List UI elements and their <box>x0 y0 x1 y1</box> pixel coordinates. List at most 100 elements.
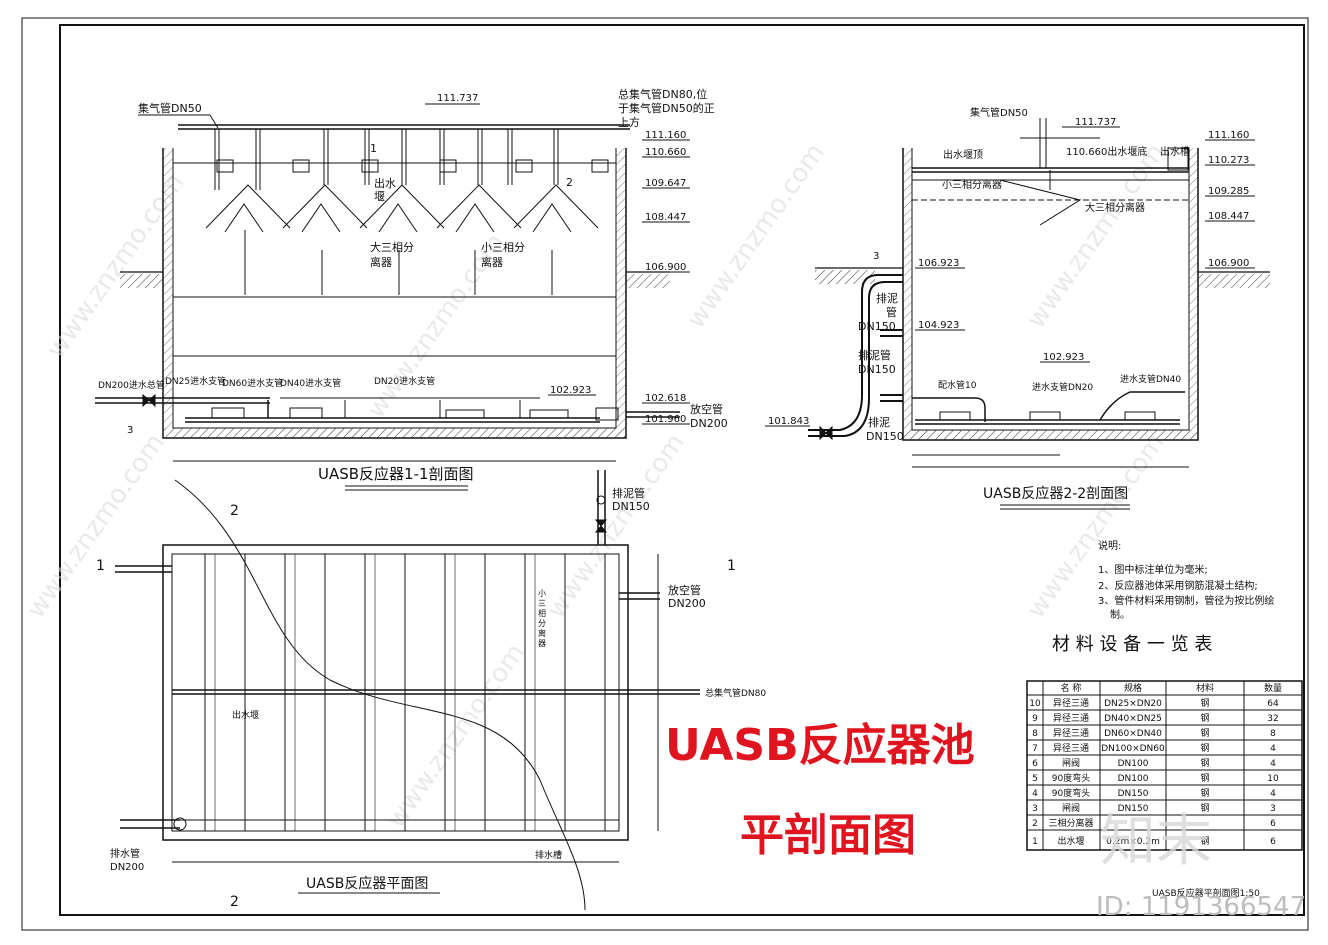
table-cell: DN100 <box>1118 774 1149 784</box>
section-marker: 3 <box>873 251 879 262</box>
small-separator-label: 小 <box>538 589 546 598</box>
table-cell: 钢 <box>1200 742 1209 754</box>
table-cell: 6 <box>1032 759 1038 769</box>
branch-label: DN20进水支管 <box>374 375 435 387</box>
big-separator-label: 大三相分离器 <box>1085 201 1145 214</box>
table-title: 材 料 设 备 一 览 表 <box>1052 634 1212 655</box>
plan-view <box>115 470 700 911</box>
main-gas-pipe-label: 于集气管DN50的正 <box>618 101 715 115</box>
drain-pipe-label: 排水管 <box>110 847 140 860</box>
table-cell: DN25×DN20 <box>1104 699 1162 709</box>
sludge-pipe-label: 排泥管 <box>858 348 891 362</box>
table-cell: 6 <box>1270 819 1276 829</box>
sludge-pipe-label: DN150 <box>612 500 650 513</box>
main-gas-pipe-label: 上方 <box>618 115 640 129</box>
section-2-2 <box>808 118 1270 468</box>
big-title-line2: 平剖面图 <box>740 810 916 861</box>
vent-pipe-label: DN200 <box>668 597 706 610</box>
table-cell: 异径三通 <box>1053 697 1089 709</box>
drain-channel-label: 排水槽 <box>535 849 562 861</box>
small-separator-label: 小三相分 <box>481 241 525 254</box>
materials-table: 材 料 设 备 一 览 表 名 称 规格 材料 数量 10 异径三通 DN <box>1026 634 1303 899</box>
table-cell: 90度弯头 <box>1052 772 1090 784</box>
table-cell: 10 <box>1267 774 1279 784</box>
elevation-label: 111.160 <box>1208 130 1249 141</box>
gas-pipe-label: 集气管DN50 <box>970 106 1028 119</box>
table-cell: 32 <box>1267 714 1278 724</box>
watermark-text: www.znzmo.com <box>381 638 531 834</box>
branch-label: 进水支管DN40 <box>1120 373 1181 385</box>
table-header: 材料 <box>1196 682 1214 694</box>
table-cell: 64 <box>1267 699 1279 709</box>
elevation-label: 104.923 <box>918 320 959 331</box>
big-separator-label: 大三相分 <box>370 240 414 254</box>
table-cell: 6 <box>1270 837 1276 847</box>
table-cell: DN100 <box>1118 759 1149 769</box>
section-title: UASB反应器2-2剖面图 <box>983 485 1128 502</box>
table-cell: 5 <box>1032 774 1038 784</box>
table-header: 数量 <box>1264 682 1282 694</box>
elevation-label: 101.843 <box>768 416 809 427</box>
drain-pipe-label: DN200 <box>110 862 144 873</box>
notes-line: 制。 <box>1110 608 1130 621</box>
weir-label: 出水堰 <box>232 709 259 721</box>
table-cell: 钢 <box>1200 712 1209 724</box>
elevation-label: 109.285 <box>1208 186 1249 197</box>
elevation-label: 102.923 <box>550 385 591 396</box>
elevation-label: 106.923 <box>918 258 959 269</box>
notes-block: 说明: 1、图中标注单位为毫米; 2、反应器池体采用钢筋混凝土结构; 3、管件材… <box>1098 539 1274 621</box>
table-cell: 90度弯头 <box>1052 787 1090 799</box>
table-cell: 异径三通 <box>1053 712 1089 724</box>
table-cell: 异径三通 <box>1053 742 1089 754</box>
table-cell: DN150 <box>1118 789 1149 799</box>
sludge-pipe-label: 管 <box>886 305 897 319</box>
notes-line: 3、管件材料采用钢制，管径为按比例绘 <box>1098 594 1274 607</box>
sludge-pipe-label: 排泥 <box>876 291 898 305</box>
vent-pipe-label: 放空管 <box>690 402 723 416</box>
plan-title: UASB反应器平面图 <box>306 875 428 892</box>
outlet-label: 出水槽 <box>1160 145 1190 158</box>
table-cell: 0.2m×0.2m <box>1106 837 1160 847</box>
inlet-main-label: DN200进水总管 <box>98 379 165 391</box>
vent-pipe-label: DN200 <box>690 417 728 430</box>
distribution-pipe-label: 配水管10 <box>938 379 977 391</box>
elevation-label: 102.923 <box>1043 352 1084 363</box>
table-cell: 3 <box>1270 804 1276 814</box>
table-cell: 闸阀 <box>1062 758 1080 769</box>
sludge-pipe-label: DN150 <box>858 363 896 376</box>
notes-line: 2、反应器池体采用钢筋混凝土结构; <box>1098 579 1258 592</box>
table-cell: 7 <box>1032 744 1038 754</box>
table-cell: 出水堰 <box>1057 835 1084 847</box>
labels-1-1: 集气管DN50 总集气管DN80,位 于集气管DN50的正 上方 出水 堰 1 … <box>98 87 728 491</box>
elevation-label: 111.737 <box>1075 117 1116 128</box>
table-header: 名 称 <box>1061 682 1082 694</box>
table-cell: DN150 <box>1118 804 1149 814</box>
elevation-label: 109.647 <box>645 178 686 189</box>
elevation-label: 106.900 <box>1208 258 1249 269</box>
vent-pipe-label: 放空管 <box>668 583 701 597</box>
sludge-pipe-label: 排泥 <box>868 415 890 429</box>
big-separator-label: 离器 <box>370 255 392 269</box>
table-cell: DN60×DN40 <box>1104 729 1162 739</box>
small-separator-label: 离 <box>538 628 546 638</box>
table-cell: 钢 <box>1200 727 1209 739</box>
sludge-pipe-label: DN150 <box>866 430 904 443</box>
section-marker: 2 <box>230 503 239 519</box>
gas-pipe-label: 集气管DN50 <box>138 101 202 115</box>
table-cell: 异径三通 <box>1053 727 1089 739</box>
section-marker: 1 <box>727 558 736 574</box>
elevation-label: 111.737 <box>437 93 478 104</box>
weir-top-label: 出水堰顶 <box>943 148 983 161</box>
table-cell: 2 <box>1032 819 1038 829</box>
table-cell: 4 <box>1270 759 1276 769</box>
notes-line: 1、图中标注单位为毫米; <box>1098 563 1208 576</box>
branch-label: DN40进水支管 <box>280 377 341 389</box>
small-separator-label: 三 <box>538 599 546 608</box>
table-cell: 闸阀 <box>1062 803 1080 814</box>
weir-label: 堰 <box>374 190 385 203</box>
table-cell: 9 <box>1032 714 1038 724</box>
elevation-label: 106.900 <box>645 262 686 273</box>
small-separator-label: 相 <box>538 608 546 618</box>
table-cell: 钢 <box>1200 757 1209 769</box>
